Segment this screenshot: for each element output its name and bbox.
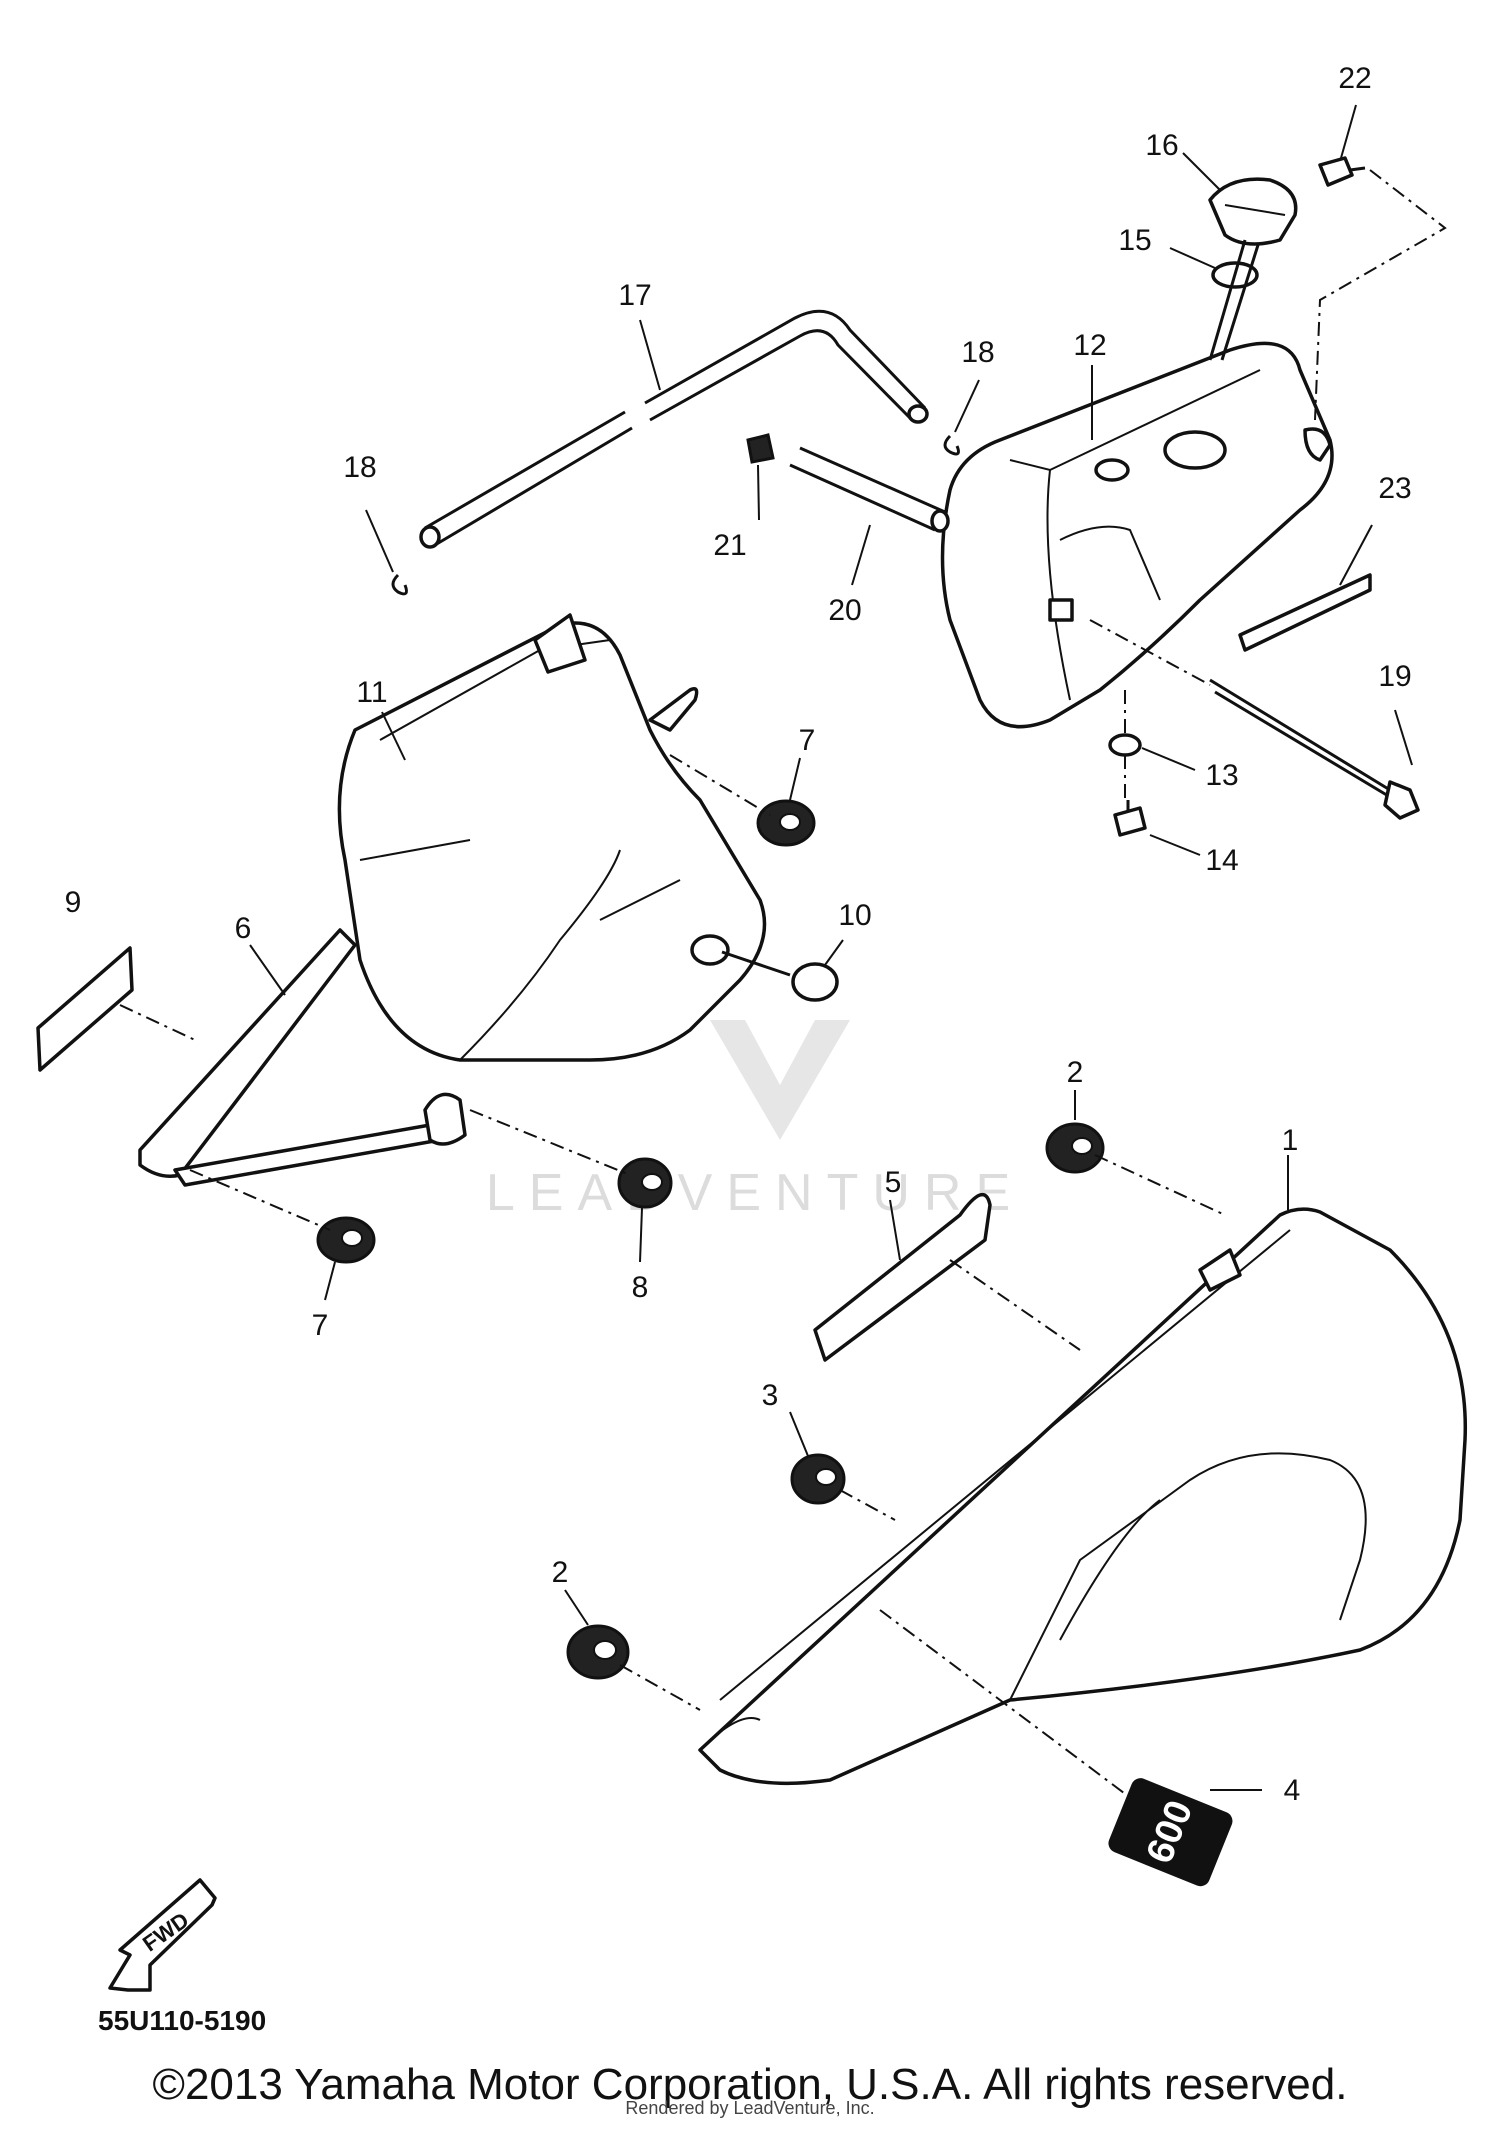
watermark-text: LEADVENTURE — [486, 1164, 1024, 1222]
callout-6: 6 — [235, 912, 252, 945]
callout-4: 4 — [1284, 1774, 1301, 1807]
bolt-22[interactable] — [1318, 156, 1366, 187]
grommet-3[interactable] — [790, 1453, 846, 1505]
callout-1: 1 — [1282, 1124, 1299, 1157]
clip-18-left[interactable] — [391, 573, 408, 596]
filler-cap[interactable] — [1208, 177, 1298, 361]
emblem-9[interactable] — [36, 946, 134, 1072]
callout-10: 10 — [838, 899, 871, 932]
grommet-8[interactable] — [617, 1157, 673, 1209]
grommet-7-upper[interactable] — [756, 799, 816, 847]
knob-10[interactable] — [690, 934, 839, 1002]
bolt-19[interactable] — [1209, 678, 1420, 820]
oil-tank[interactable] — [940, 341, 1334, 729]
callout-17: 17 — [618, 279, 651, 312]
side-cover-right[interactable] — [698, 1207, 1468, 1786]
grommet-2-upper[interactable] — [1045, 1122, 1105, 1174]
callout-20: 20 — [828, 594, 861, 627]
drawing-code: 55U110-5190 — [98, 2005, 266, 2036]
callout-7-upper: 7 — [799, 724, 816, 757]
callout-9: 9 — [65, 886, 82, 919]
callout-18-left: 18 — [343, 451, 376, 484]
watermark: LEADVENTURE — [486, 1020, 1024, 1222]
callout-22: 22 — [1338, 62, 1371, 95]
rendered-by-notice: Rendered by LeadVenture, Inc. — [625, 2098, 875, 2118]
hose-17[interactable] — [419, 309, 929, 549]
side-cover-left[interactable] — [337, 613, 767, 1062]
callout-3: 3 — [762, 1379, 779, 1412]
callout-21: 21 — [713, 529, 746, 562]
bar-5[interactable] — [813, 1192, 992, 1362]
callout-15: 15 — [1118, 224, 1151, 257]
callout-8: 8 — [632, 1271, 649, 1304]
callout-16: 16 — [1145, 129, 1178, 162]
fwd-arrow-icon: FWD — [108, 1878, 217, 1992]
hose-20[interactable] — [789, 446, 950, 533]
callout-23: 23 — [1378, 472, 1411, 505]
leader-lines — [249, 104, 1413, 1791]
callout-7-lower: 7 — [312, 1309, 329, 1342]
grommet-2-lower[interactable] — [566, 1624, 630, 1680]
clip-18-right[interactable] — [943, 434, 960, 456]
decal-600[interactable]: 600 — [1108, 1777, 1234, 1887]
callout-19: 19 — [1378, 660, 1411, 693]
callout-12: 12 — [1073, 329, 1106, 362]
copyright-notice: ©2013 Yamaha Motor Corporation, U.S.A. A… — [152, 2060, 1348, 2109]
nut-13[interactable] — [1108, 733, 1142, 757]
grommet-7-lower[interactable] — [316, 1216, 376, 1264]
callout-14: 14 — [1205, 844, 1238, 877]
panel-6[interactable] — [138, 928, 467, 1187]
callout-5: 5 — [885, 1166, 902, 1199]
callout-2-upper: 2 — [1067, 1056, 1084, 1089]
callout-13: 13 — [1205, 759, 1238, 792]
callout-labels: 1 2 2 3 4 5 6 7 7 8 9 10 11 12 13 14 15 … — [65, 62, 1412, 1807]
callout-18-right: 18 — [961, 336, 994, 369]
callout-2-lower: 2 — [552, 1556, 569, 1589]
drain-bolt-14[interactable] — [1113, 800, 1147, 837]
callout-11: 11 — [356, 676, 387, 709]
bracket-23[interactable] — [1238, 573, 1372, 652]
grommet-21[interactable] — [746, 433, 775, 464]
